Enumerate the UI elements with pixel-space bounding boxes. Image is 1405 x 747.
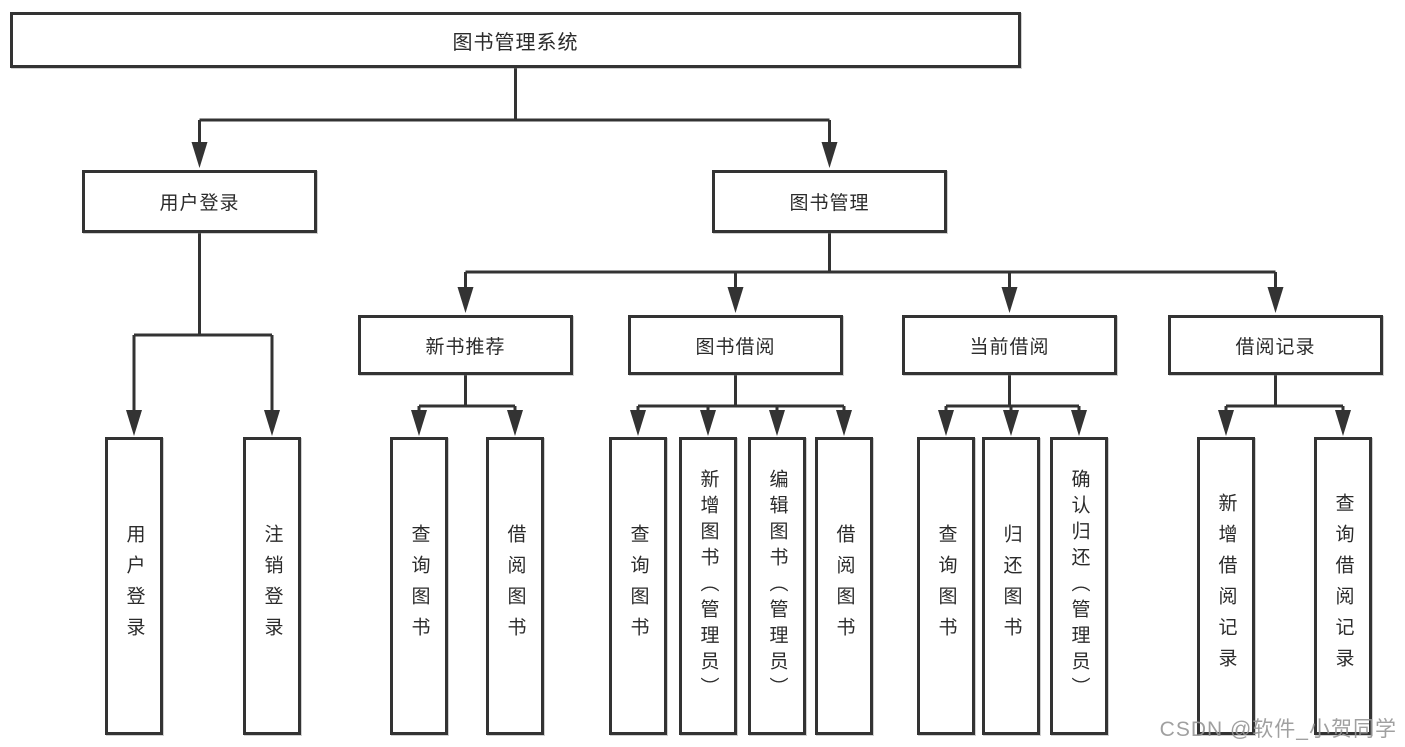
leaf-query-borrow-record: 查询借阅记录 xyxy=(1314,437,1372,735)
node-borrow-record: 借阅记录 xyxy=(1168,315,1383,375)
node-book-borrow-label: 图书借阅 xyxy=(695,336,776,358)
node-current-borrow-label: 当前借阅 xyxy=(969,336,1050,358)
connector-book-borrow-to-leaves xyxy=(636,375,846,412)
leaf-confirm-return-admin-label: 确认归还（管理员） xyxy=(1068,469,1090,703)
node-book-management: 图书管理 xyxy=(712,170,947,233)
node-borrow-record-label: 借阅记录 xyxy=(1235,336,1316,358)
leaf-return-book: 归还图书 xyxy=(982,437,1040,735)
leaf-borrow-books-label: 借阅图书 xyxy=(833,524,855,648)
leaf-add-borrow-record-label: 新增借阅记录 xyxy=(1215,493,1237,679)
leaf-logout-label: 注销登录 xyxy=(261,524,283,648)
connector-current-borrow-to-leaves xyxy=(944,375,1081,412)
leaf-query-books-recommend: 查询图书 xyxy=(390,437,448,735)
leaf-query-books-recommend-label: 查询图书 xyxy=(408,524,430,648)
leaf-user-login-label: 用户登录 xyxy=(123,524,145,648)
node-new-book-recommend-label: 新书推荐 xyxy=(425,336,506,358)
leaf-borrow-books-recommend: 借阅图书 xyxy=(486,437,544,735)
leaf-query-books-borrow-label: 查询图书 xyxy=(627,524,649,648)
leaf-add-book-admin-label: 新增图书（管理员） xyxy=(697,469,719,703)
node-book-borrow: 图书借阅 xyxy=(628,315,843,375)
node-user-login: 用户登录 xyxy=(82,170,317,233)
leaf-user-login: 用户登录 xyxy=(105,437,163,735)
connector-book-mgmt-to-sections xyxy=(464,233,1277,289)
node-current-borrow: 当前借阅 xyxy=(902,315,1117,375)
node-book-management-label: 图书管理 xyxy=(789,193,870,214)
arrowheads xyxy=(126,142,1351,436)
watermark: CSDN @软件_小贺同学 xyxy=(1159,718,1397,741)
leaf-edit-book-admin-label: 编辑图书（管理员） xyxy=(766,469,788,703)
leaf-return-book-label: 归还图书 xyxy=(1000,524,1022,648)
node-library-system-label: 图书管理系统 xyxy=(452,31,579,54)
leaf-add-book-admin: 新增图书（管理员） xyxy=(679,437,737,735)
node-library-system: 图书管理系统 xyxy=(10,12,1021,68)
node-new-book-recommend: 新书推荐 xyxy=(358,315,573,375)
leaf-logout: 注销登录 xyxy=(243,437,301,735)
connector-root-to-branches xyxy=(198,68,831,144)
leaf-query-borrow-record-label: 查询借阅记录 xyxy=(1332,493,1354,679)
leaf-query-books-borrow: 查询图书 xyxy=(609,437,667,735)
leaf-query-books-current-label: 查询图书 xyxy=(935,524,957,648)
leaf-confirm-return-admin: 确认归还（管理员） xyxy=(1050,437,1108,735)
connector-user-login-to-leaves xyxy=(132,233,274,412)
node-user-login-label: 用户登录 xyxy=(159,193,240,214)
leaf-borrow-books-recommend-label: 借阅图书 xyxy=(504,524,526,648)
leaf-add-borrow-record: 新增借阅记录 xyxy=(1197,437,1255,735)
leaf-borrow-books: 借阅图书 xyxy=(815,437,873,735)
connector-new-book-to-leaves xyxy=(417,375,517,412)
leaf-query-books-current: 查询图书 xyxy=(917,437,975,735)
connector-borrow-record-to-leaves xyxy=(1224,375,1345,412)
leaf-edit-book-admin: 编辑图书（管理员） xyxy=(748,437,806,735)
